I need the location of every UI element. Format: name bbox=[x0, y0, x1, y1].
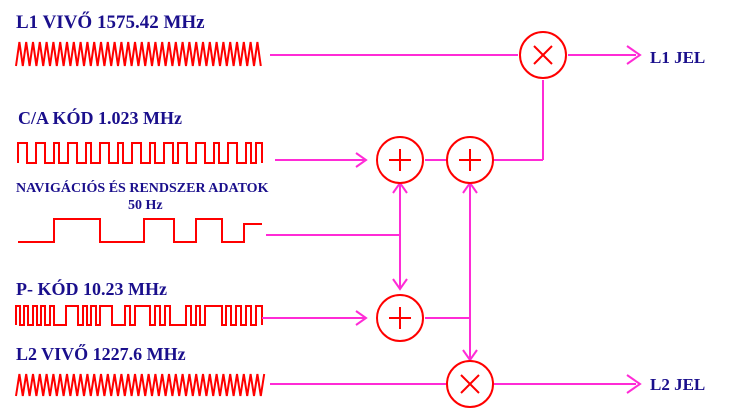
l2-output-label: L2 JEL bbox=[650, 375, 705, 394]
l1-carrier-label: L1 VIVŐ 1575.42 MHz bbox=[16, 11, 205, 33]
ca-code-label: C/A KÓD 1.023 MHz bbox=[18, 107, 182, 128]
nav-data-waveform bbox=[18, 218, 262, 243]
l2-output-arrow bbox=[626, 374, 642, 394]
ca-code-arrow bbox=[355, 152, 368, 168]
plus-icon bbox=[376, 294, 424, 342]
l1-output-arrow bbox=[626, 45, 642, 65]
nav-data-down-arrow bbox=[392, 278, 408, 291]
p-code-waveform bbox=[15, 305, 263, 326]
nav-data-label: NAVIGÁCIÓS ÉS RENDSZER ADATOK bbox=[16, 179, 269, 196]
plus-icon bbox=[376, 136, 424, 184]
l1-carrier-waveform bbox=[15, 41, 262, 67]
l2-carrier-waveform bbox=[15, 373, 266, 397]
multiply-icon bbox=[446, 360, 494, 408]
p-code-arrow bbox=[355, 310, 368, 326]
plus-icon bbox=[446, 136, 494, 184]
multiply-icon bbox=[519, 31, 567, 79]
l1-output-label: L1 JEL bbox=[650, 48, 705, 67]
ca-code-waveform bbox=[17, 142, 263, 164]
nav-data-rate-label: 50 Hz bbox=[128, 198, 163, 213]
l2-carrier-label: L2 VIVŐ 1227.6 MHz bbox=[16, 343, 186, 364]
p-code-label: P- KÓD 10.23 MHz bbox=[16, 278, 167, 299]
